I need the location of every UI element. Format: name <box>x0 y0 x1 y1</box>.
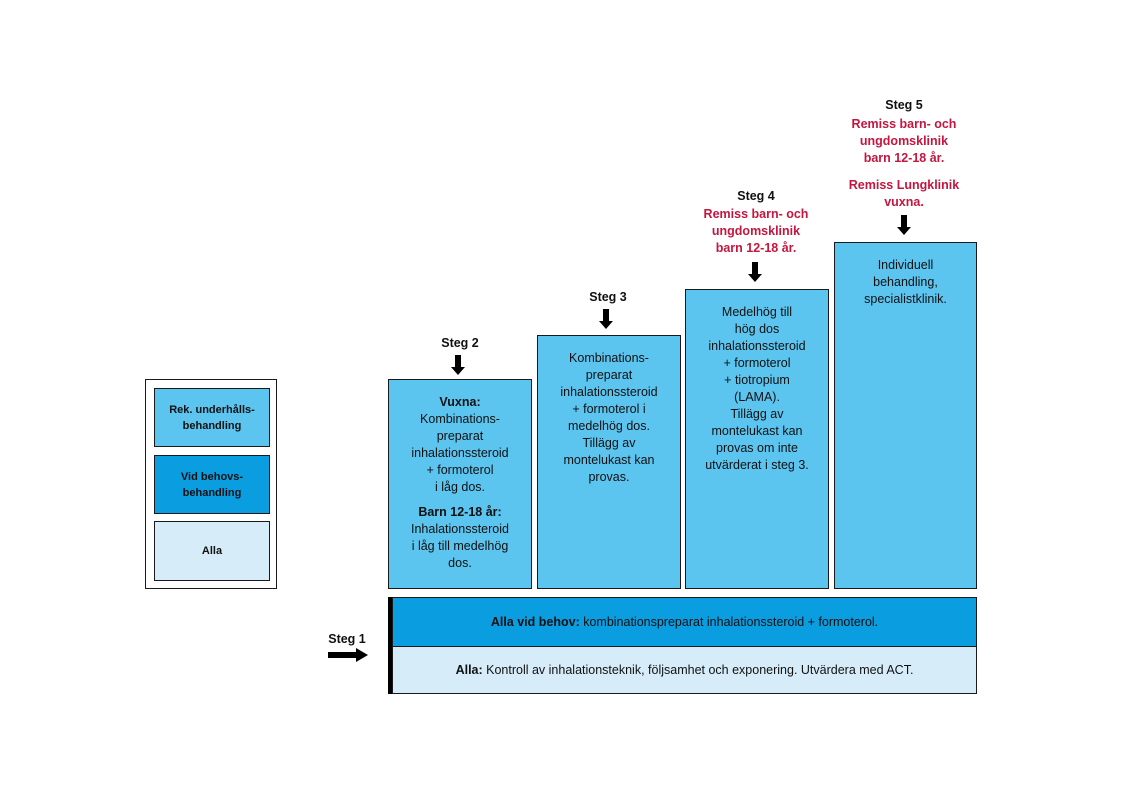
steg4-referral: Remiss barn- och ungdomsklinik barn 12-1… <box>703 207 809 255</box>
steg5-text: Individuell behandling, specialistklinik… <box>864 258 947 306</box>
legend-all: Alla <box>154 521 270 581</box>
steg3-label: Steg 3 <box>589 290 627 304</box>
steg1-all-band: Alla: Kontroll av inhalationsteknik, föl… <box>392 646 977 694</box>
down-arrow-icon <box>897 215 911 235</box>
steg5-referral-kids: Remiss barn- och ungdomsklinik barn 12-1… <box>851 117 957 165</box>
steg3-box: Kombinations- preparat inhalationssteroi… <box>537 335 681 589</box>
as-needed-text: kombinationspreparat inhalationssteroid … <box>579 614 879 629</box>
down-arrow-icon <box>451 355 465 375</box>
all-text: Kontroll av inhalationsteknik, följsamhe… <box>482 662 914 677</box>
steg2-label: Steg 2 <box>441 336 479 350</box>
steg4-text: Medelhög till hög dos inhalationssteroid… <box>705 305 809 472</box>
steg4-box: Medelhög till hög dos inhalationssteroid… <box>685 289 829 589</box>
steg5-label: Steg 5 <box>885 98 923 112</box>
steg2-adults-heading: Vuxna: <box>439 395 481 409</box>
legend-as-needed: Vid behovs- behandling <box>154 455 270 514</box>
steg1-bar <box>388 597 393 694</box>
right-arrow-icon <box>328 648 368 662</box>
steg2-adults-text: Kombinations- preparat inhalationssteroi… <box>411 412 509 494</box>
steg1-label: Steg 1 <box>328 632 366 646</box>
legend: Rek. underhålls- behandling Vid behovs- … <box>145 379 277 589</box>
steg1-as-needed-band: Alla vid behov: kombinationspreparat inh… <box>392 597 977 647</box>
as-needed-bold: Alla vid behov: <box>490 614 580 629</box>
steg2-kids-text: Inhalationssteroid i låg till medelhög d… <box>411 522 509 570</box>
steg5-referral-adults: Remiss Lungklinik vuxna. <box>848 178 960 209</box>
steg2-kids-heading: Barn 12-18 år: <box>418 505 502 519</box>
down-arrow-icon <box>748 262 762 282</box>
down-arrow-icon <box>599 309 613 329</box>
all-bold: Alla: <box>455 662 483 677</box>
steg5-box: Individuell behandling, specialistklinik… <box>834 242 977 589</box>
steg4-label: Steg 4 <box>737 189 775 203</box>
steg2-box: Vuxna: Kombinations- preparat inhalation… <box>388 379 532 589</box>
legend-maintenance: Rek. underhålls- behandling <box>154 388 270 447</box>
steg3-text: Kombinations- preparat inhalationssteroi… <box>560 351 658 484</box>
